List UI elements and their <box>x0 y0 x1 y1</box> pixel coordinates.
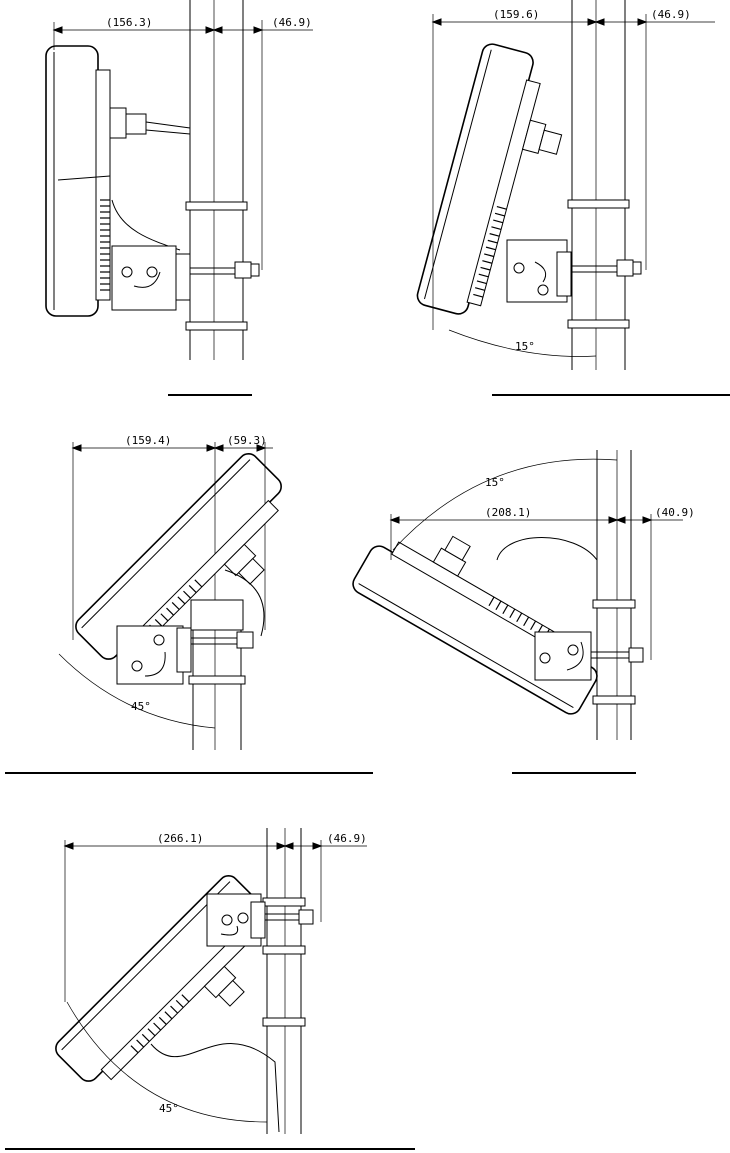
angle-label: 15° <box>485 476 505 489</box>
antenna-body <box>72 450 317 695</box>
pole <box>263 828 305 1134</box>
cable <box>497 538 597 561</box>
dimension-right-label: (40.9) <box>655 506 695 519</box>
mount-drawing-tilt-45-up: (159.4) (59.3) <box>55 430 355 760</box>
view-tilt-45-up: (159.4) (59.3) <box>55 430 355 760</box>
antenna-body <box>349 504 622 717</box>
angle-label: 45° <box>159 1102 179 1115</box>
dimension-left-label: (156.3) <box>106 16 152 29</box>
angle-label: 15° <box>515 340 535 353</box>
view-tilt-15: (159.6) (46.9) <box>415 0 725 380</box>
caption-underline-2 <box>492 394 730 396</box>
cable <box>151 1044 279 1132</box>
dimension-left-label: (159.6) <box>493 8 539 21</box>
view-tilt-15-down: (208.1) (40.9) <box>385 440 705 740</box>
mount-drawing-tilt-45-down: (266.1) (46.9) <box>55 822 375 1142</box>
dimension-right-label: (46.9) <box>651 8 691 21</box>
dimension-left-label: (266.1) <box>157 832 203 845</box>
mount-bracket <box>535 632 643 680</box>
mount-bracket <box>507 240 641 302</box>
view-tilt-45-down: (266.1) (46.9) <box>55 822 375 1142</box>
cable-connector <box>110 108 190 250</box>
angle-arc <box>393 459 617 550</box>
pole <box>568 0 629 370</box>
pole <box>593 450 635 740</box>
caption-underline-3 <box>5 772 373 774</box>
mount-drawing-vertical: (156.3) (46.9) <box>30 0 330 380</box>
mount-drawing-tilt-15: (159.6) (46.9) <box>415 0 725 380</box>
pole <box>186 0 247 360</box>
dimension-right-label: (59.3) <box>227 434 267 447</box>
pole <box>189 600 245 750</box>
caption-underline-5 <box>5 1148 415 1150</box>
angle-label: 45° <box>131 700 151 713</box>
dimension-left-label: (208.1) <box>485 506 531 519</box>
dimension-lines <box>433 0 715 370</box>
dimension-right-label: (46.9) <box>327 832 367 845</box>
dimension-right-label: (46.9) <box>272 16 312 29</box>
caption-underline-1 <box>168 394 252 396</box>
view-vertical: (156.3) (46.9) <box>30 0 330 380</box>
antenna-body <box>46 46 110 316</box>
mount-bracket <box>117 626 253 684</box>
mount-drawing-tilt-15-down: (208.1) (40.9) <box>385 440 705 740</box>
mount-bracket <box>112 246 259 310</box>
dimension-lines <box>54 0 313 360</box>
caption-underline-4 <box>512 772 636 774</box>
dimension-left-label: (159.4) <box>125 434 171 447</box>
